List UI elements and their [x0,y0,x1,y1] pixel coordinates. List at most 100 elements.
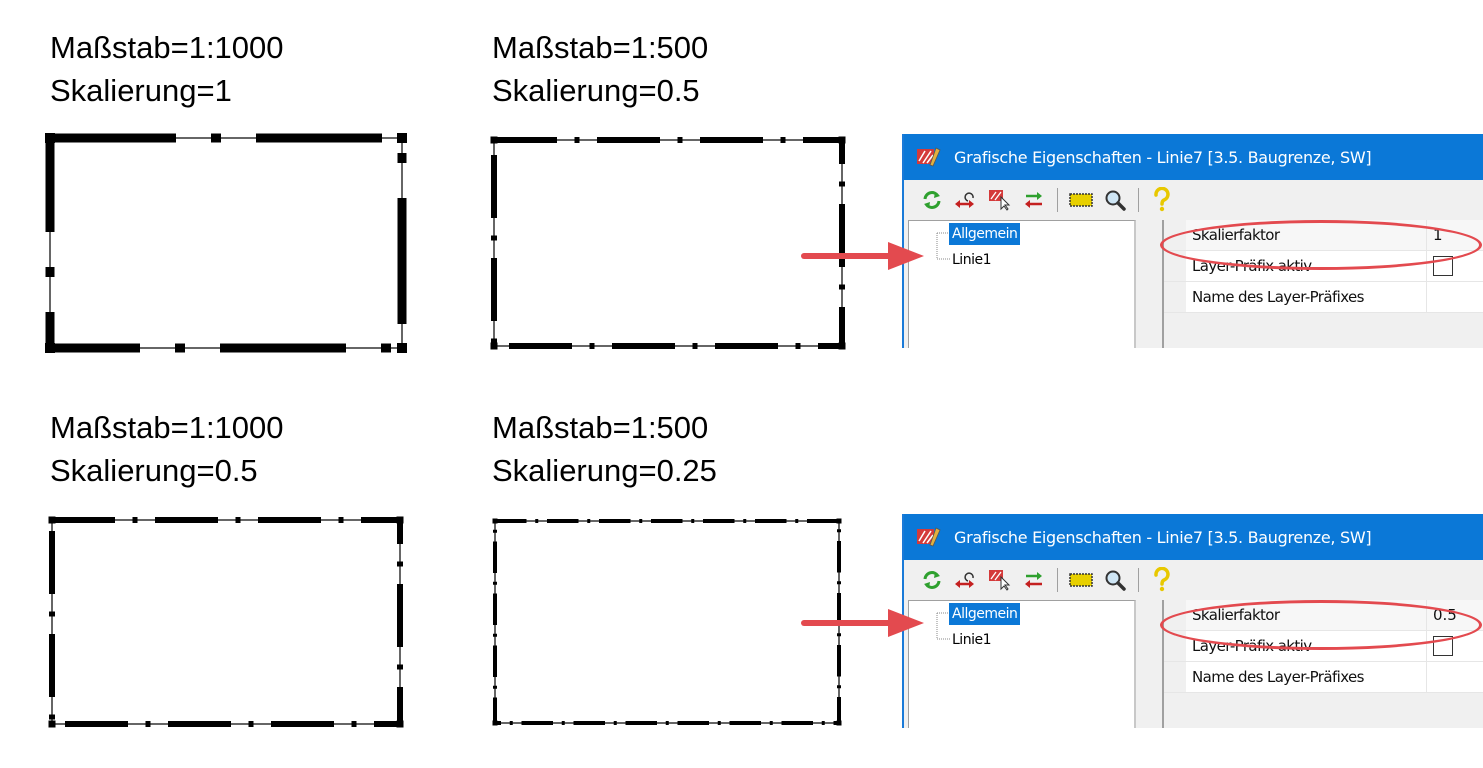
property-row-layer-prefix-name[interactable]: Name des Layer-Präfixes [1164,662,1483,693]
toolbar [904,180,1483,220]
toolbar-separator [1138,568,1139,592]
drawing-panel-3 [48,516,404,728]
select-hatch-button[interactable] [986,186,1014,214]
title-bar: Grafische Eigenschaften - Linie7 [3.5. B… [904,514,1483,560]
property-row-skalierfaktor[interactable]: Skalierfaktor 1 [1164,220,1483,251]
skalierfaktor-value[interactable]: 1 [1426,220,1483,250]
caption-panel-4: Maßstab=1:500 Skalierung=0.25 [492,406,717,492]
rectangle-pattern-line [49,517,403,727]
tree-item-linie1[interactable]: Linie1 [952,252,991,268]
toolbar [904,560,1483,600]
exchange-button[interactable] [1020,566,1048,594]
rectangle-fill-icon [1069,193,1093,207]
rectangle-pattern-line [45,133,407,353]
help-button[interactable] [1148,566,1176,594]
rectangle-pattern-line [491,137,845,349]
corner-mark [396,720,404,728]
rectangle-pattern-line [493,519,841,725]
property-name: Layer-Präfix aktiv [1192,637,1312,655]
help-icon [1154,187,1170,212]
property-grid: Skalierfaktor 1 Layer-Präfix aktiv Name … [1162,220,1483,348]
baugrenze-rectangle [48,516,404,728]
scale-label: Maßstab=1:500 [492,410,709,445]
corner-mark [838,342,846,350]
toolbar-separator [1057,568,1058,592]
corner-mark [490,342,498,350]
refresh-button[interactable] [918,566,946,594]
rectangle-base-line [494,520,840,724]
corner-mark [836,518,842,524]
layer-prefix-checkbox[interactable] [1433,256,1453,276]
refresh-icon [923,571,941,589]
rectangle-fill-button[interactable] [1067,186,1095,214]
toolbar-separator [1138,188,1139,212]
drawing-panel-4 [491,517,843,727]
zoom-icon [1105,190,1126,211]
exchange-icon [1025,572,1042,588]
caption-panel-1: Maßstab=1:1000 Skalierung=1 [50,26,284,112]
tree-item-allgemein[interactable]: Allgemein [949,223,1021,245]
zoom-button[interactable] [1101,186,1129,214]
tree-connector-lines [936,612,951,640]
caption-panel-3: Maßstab=1:1000 Skalierung=0.5 [50,406,284,492]
swap-link-icon [955,192,974,208]
baugrenze-rectangle [492,518,842,726]
properties-dialog-2: Grafische Eigenschaften - Linie7 [3.5. B… [902,514,1483,728]
select-hatch-button[interactable] [986,566,1014,594]
refresh-icon [923,191,941,209]
scaling-label: Skalierung=0.5 [50,453,258,488]
corner-mark [492,720,498,726]
property-name: Layer-Präfix aktiv [1192,257,1312,275]
corner-mark [45,343,55,353]
tree-view: Allgemein Linie1 [908,220,1136,348]
corner-mark [397,133,407,143]
annotation-arrow [801,609,924,637]
dialog-panes: Allgemein Linie1 Skalierfaktor 1 Layer-P… [904,220,1483,348]
rectangle-base-line [51,519,401,725]
property-row-layer-prefix-active[interactable]: Layer-Präfix aktiv [1164,631,1483,662]
drawing-panel-2 [490,136,846,350]
property-row-layer-prefix-active[interactable]: Layer-Präfix aktiv [1164,251,1483,282]
property-row-layer-prefix-name[interactable]: Name des Layer-Präfixes [1164,282,1483,313]
refresh-button[interactable] [918,186,946,214]
rectangle-fill-button[interactable] [1067,566,1095,594]
caption-panel-2: Maßstab=1:500 Skalierung=0.5 [492,26,708,112]
help-button[interactable] [1148,186,1176,214]
help-icon [1154,567,1170,592]
corner-mark [45,133,55,143]
tree-item-linie1[interactable]: Linie1 [952,632,991,648]
layer-prefix-checkbox[interactable] [1433,636,1453,656]
tree-item-allgemein[interactable]: Allgemein [949,603,1021,625]
select-hatch-icon [989,190,1011,211]
scaling-label: Skalierung=1 [50,73,232,108]
corner-mark [490,136,498,144]
skalierfaktor-value[interactable]: 0.5 [1426,600,1483,630]
zoom-button[interactable] [1101,566,1129,594]
scaling-label: Skalierung=0.25 [492,453,717,488]
corner-mark [396,516,404,524]
corner-mark [48,720,56,728]
baugrenze-rectangle [45,133,407,353]
exchange-button[interactable] [1020,186,1048,214]
zoom-icon [1105,570,1126,591]
swap-link-button[interactable] [952,566,980,594]
app-icon [917,527,941,547]
window-title: Grafische Eigenschaften - Linie7 [3.5. B… [954,527,1372,547]
title-bar: Grafische Eigenschaften - Linie7 [3.5. B… [904,134,1483,180]
property-name: Skalierfaktor [1192,606,1280,624]
dialog-panes: Allgemein Linie1 Skalierfaktor 0.5 Layer… [904,600,1483,728]
exchange-icon [1025,192,1042,208]
properties-dialog-1: Grafische Eigenschaften - Linie7 [3.5. B… [902,134,1483,348]
swap-link-button[interactable] [952,186,980,214]
swap-link-icon [955,572,974,588]
tree-view: Allgemein Linie1 [908,600,1136,728]
property-name: Name des Layer-Präfixes [1192,668,1364,686]
select-hatch-icon [989,570,1011,591]
scale-label: Maßstab=1:1000 [50,410,284,445]
drawing-panel-1 [45,133,407,353]
property-row-skalierfaktor[interactable]: Skalierfaktor 0.5 [1164,600,1483,631]
layer-prefix-name-value[interactable] [1426,282,1483,312]
scale-label: Maßstab=1:500 [492,30,709,65]
layer-prefix-name-value[interactable] [1426,662,1483,692]
property-grid: Skalierfaktor 0.5 Layer-Präfix aktiv Nam… [1162,600,1483,728]
